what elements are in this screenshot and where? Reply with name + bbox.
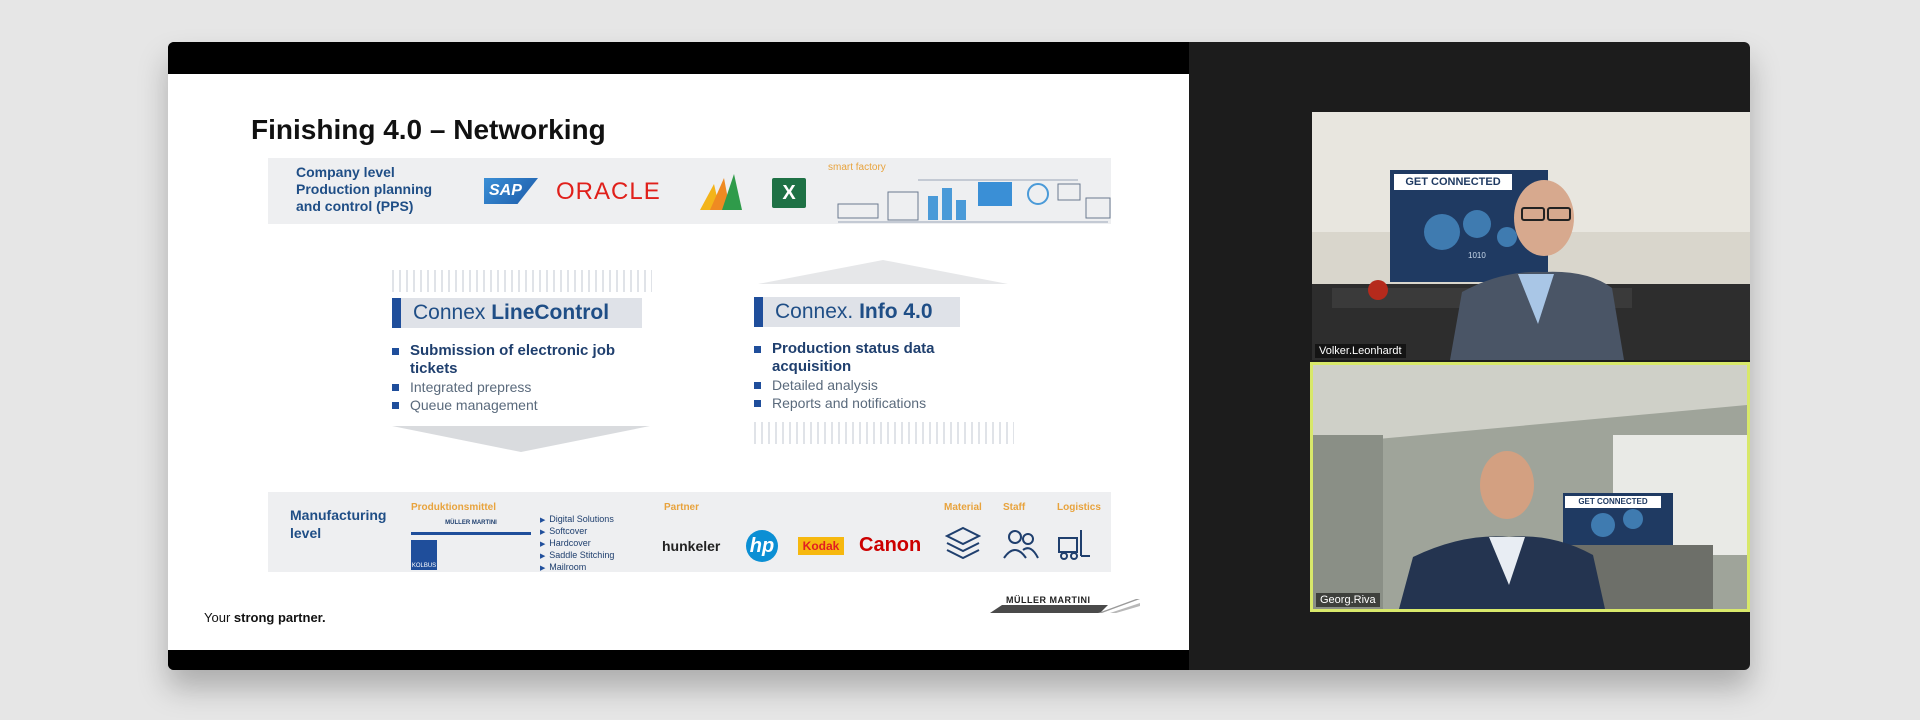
solutions-list: Digital Solutions Softcover Hardcover Sa…	[540, 514, 614, 574]
list-item: Digital Solutions	[540, 514, 614, 526]
kodak-logo: Kodak	[798, 537, 844, 555]
list-item: Integrated prepress	[392, 378, 642, 396]
list-item: Queue management	[392, 396, 642, 414]
participant-name: Georg.Riva	[1316, 593, 1380, 607]
category-material: Material	[944, 502, 982, 513]
category-logistics: Logistics	[1057, 502, 1101, 513]
muller-martini-swoosh	[990, 599, 1140, 613]
meeting-window: Finishing 4.0 – Networking Company level…	[168, 42, 1750, 670]
list-item: Submission of electronic job tickets	[392, 342, 642, 378]
smart-factory-label: smart factory	[828, 162, 886, 173]
list-item: Hardcover	[540, 538, 614, 550]
svg-text:1010: 1010	[1468, 251, 1486, 260]
list-item: Detailed analysis	[754, 376, 974, 394]
participant-tile-active[interactable]: GET CONNECTED Georg.Riva	[1310, 362, 1750, 612]
banner-text: GET CONNECTED	[1565, 496, 1661, 508]
category-partner: Partner	[664, 502, 700, 513]
company-level-band	[268, 158, 1111, 224]
participant-name: Volker.Leonhardt	[1315, 344, 1406, 358]
kolbus-logo: KOLBUS	[411, 540, 437, 570]
dotted-arrow-right	[754, 422, 1014, 444]
company-level-label: Company level Production planning and co…	[296, 164, 433, 214]
smart-factory-illustration	[837, 179, 1111, 223]
hp-logo: hp	[746, 530, 778, 562]
excel-logo: X	[772, 178, 806, 208]
dynamics-logo	[700, 174, 742, 210]
participant-tile[interactable]: 1010 GET CONNECTED Volker.Leonhardt	[1312, 112, 1750, 360]
oracle-logo: ORACLE	[556, 178, 661, 205]
muller-martini-mini-logo: MÜLLER MARTINI	[411, 520, 531, 535]
canon-logo: Canon	[859, 534, 922, 556]
slide-title: Finishing 4.0 – Networking	[251, 114, 606, 145]
presentation-slide: Finishing 4.0 – Networking Company level…	[168, 74, 1189, 650]
dotted-arrow-left	[392, 270, 652, 292]
layers-icon	[945, 526, 981, 560]
list-item: Reports and notifications	[754, 394, 974, 412]
screen-share: Finishing 4.0 – Networking Company level…	[168, 42, 1189, 670]
connex-area	[290, 224, 1090, 494]
linecontrol-bullets: Submission of electronic job tickets Int…	[392, 342, 642, 414]
list-item: Saddle Stitching	[540, 550, 614, 562]
participant-video: 1010	[1312, 112, 1750, 360]
staff-icon	[1003, 530, 1039, 559]
info-bullets: Production status data acquisition Detai…	[754, 340, 974, 412]
category-produktionsmittel: Produktionsmittel	[411, 502, 497, 513]
manufacturing-level-label: Manufacturing level	[290, 507, 387, 541]
list-item: Mailroom	[540, 562, 614, 574]
muller-martini-logo: MÜLLER MARTINI	[990, 595, 1140, 615]
hunkeler-logo: hunkeler	[662, 538, 721, 554]
slide-tagline: Your strong partner.	[204, 610, 326, 625]
list-item: Production status data acquisition	[754, 340, 974, 376]
participant-video	[1313, 365, 1747, 609]
banner-text: GET CONNECTED	[1394, 174, 1512, 190]
category-staff: Staff	[1003, 502, 1026, 513]
linecontrol-title: Connex LineControl	[392, 298, 642, 328]
forklift-icon	[1058, 530, 1090, 560]
info-title: Connex. Info 4.0	[754, 297, 960, 327]
list-item: Softcover	[540, 526, 614, 538]
